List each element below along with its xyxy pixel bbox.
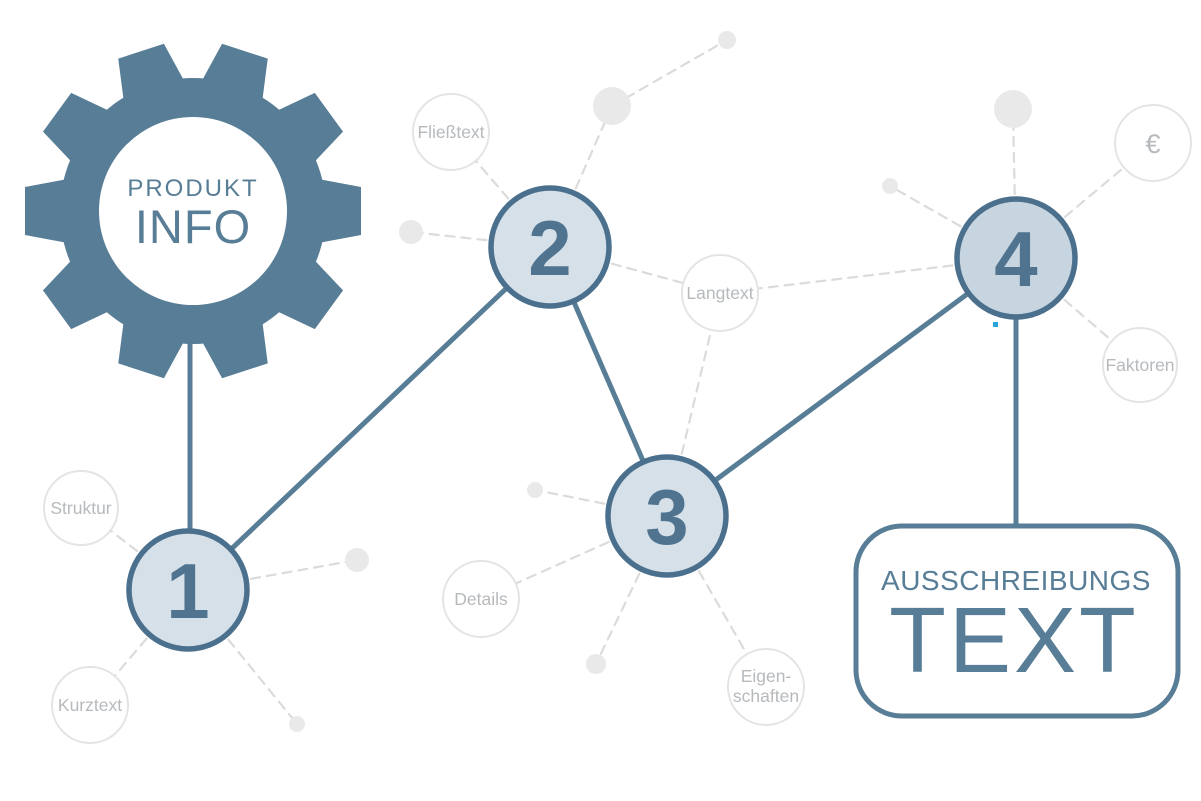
network-dot <box>399 220 423 244</box>
gear-title-line1: PRODUKT <box>127 175 258 202</box>
process-step-1-number: 1 <box>166 547 209 635</box>
process-step-nodes <box>126 185 1078 652</box>
satellite-label-langtext: Langtext <box>686 283 753 303</box>
result-box-outline <box>853 523 1181 719</box>
network-dot <box>586 654 606 674</box>
satellite-circles <box>43 93 1192 744</box>
gear-icon <box>25 43 361 379</box>
faded-network-dots <box>289 31 1032 732</box>
dashed-link <box>186 558 359 592</box>
gear-tooth <box>25 178 73 244</box>
satellite-label-fliesstext: Fließtext <box>417 122 484 142</box>
network-dot <box>345 548 369 572</box>
satellite-circle-kurztext <box>51 666 129 744</box>
satellite-labels: Fließtext Langtext Struktur Kurztext Det… <box>50 122 1174 715</box>
dashed-link <box>594 514 669 666</box>
satellite-circle-details <box>442 560 520 638</box>
satellite-label-faktoren: Faktoren <box>1105 355 1174 375</box>
gear-tooth <box>42 92 116 168</box>
euro-icon: € <box>1145 129 1160 159</box>
satellite-label-details: Details <box>454 589 508 609</box>
gear-hole <box>99 117 287 305</box>
process-step-2-circle <box>488 185 612 309</box>
process-step-1-circle <box>126 528 250 652</box>
network-dot <box>289 716 305 732</box>
satellite-circle-eigenschaften <box>727 648 805 726</box>
process-step-4-circle <box>954 196 1078 320</box>
satellite-label-kurztext: Kurztext <box>58 695 122 715</box>
dashed-link <box>186 588 299 726</box>
connector-step3-step4 <box>665 255 1018 519</box>
network-dot <box>994 90 1032 128</box>
gear-tooth <box>270 254 344 330</box>
satellite-label-eigenschaften-line2: schaften <box>733 686 799 706</box>
result-box-line2: TEXT <box>889 588 1139 692</box>
process-step-numbers: 1 2 3 4 <box>166 204 1037 635</box>
gear-title-line2: INFO <box>135 200 251 253</box>
satellite-circle-struktur <box>43 470 119 546</box>
satellite-label-eigenschaften-line1: Eigen- <box>741 666 792 686</box>
satellite-label-struktur: Struktur <box>50 498 111 518</box>
dashed-link <box>610 38 729 108</box>
result-box-line1: AUSSCHREIBUNGS <box>881 565 1151 596</box>
produkt-info-gear: PRODUKT INFO <box>25 43 361 379</box>
satellite-circle-fliesstext <box>412 93 490 171</box>
stray-pixel-artifact <box>993 322 998 327</box>
process-step-3-number: 3 <box>645 473 688 561</box>
ausschreibungstext-box: AUSSCHREIBUNGS TEXT <box>853 523 1181 719</box>
satellite-circle-euro <box>1114 104 1192 182</box>
process-step-4-number: 4 <box>994 215 1037 303</box>
gear-tooth <box>270 92 344 168</box>
process-step-3-circle <box>605 454 729 578</box>
gear-tooth <box>42 254 116 330</box>
gear-tooth <box>313 178 361 244</box>
connector-step1-step2 <box>186 245 552 592</box>
result-box-text: AUSSCHREIBUNGS TEXT <box>881 565 1151 692</box>
satellite-circle-faktoren <box>1102 327 1178 403</box>
network-dot <box>527 482 543 498</box>
network-dot <box>718 31 736 49</box>
network-dot <box>593 87 631 125</box>
satellite-circle-langtext <box>681 254 759 332</box>
process-step-2-number: 2 <box>528 204 571 292</box>
network-dot <box>882 178 898 194</box>
